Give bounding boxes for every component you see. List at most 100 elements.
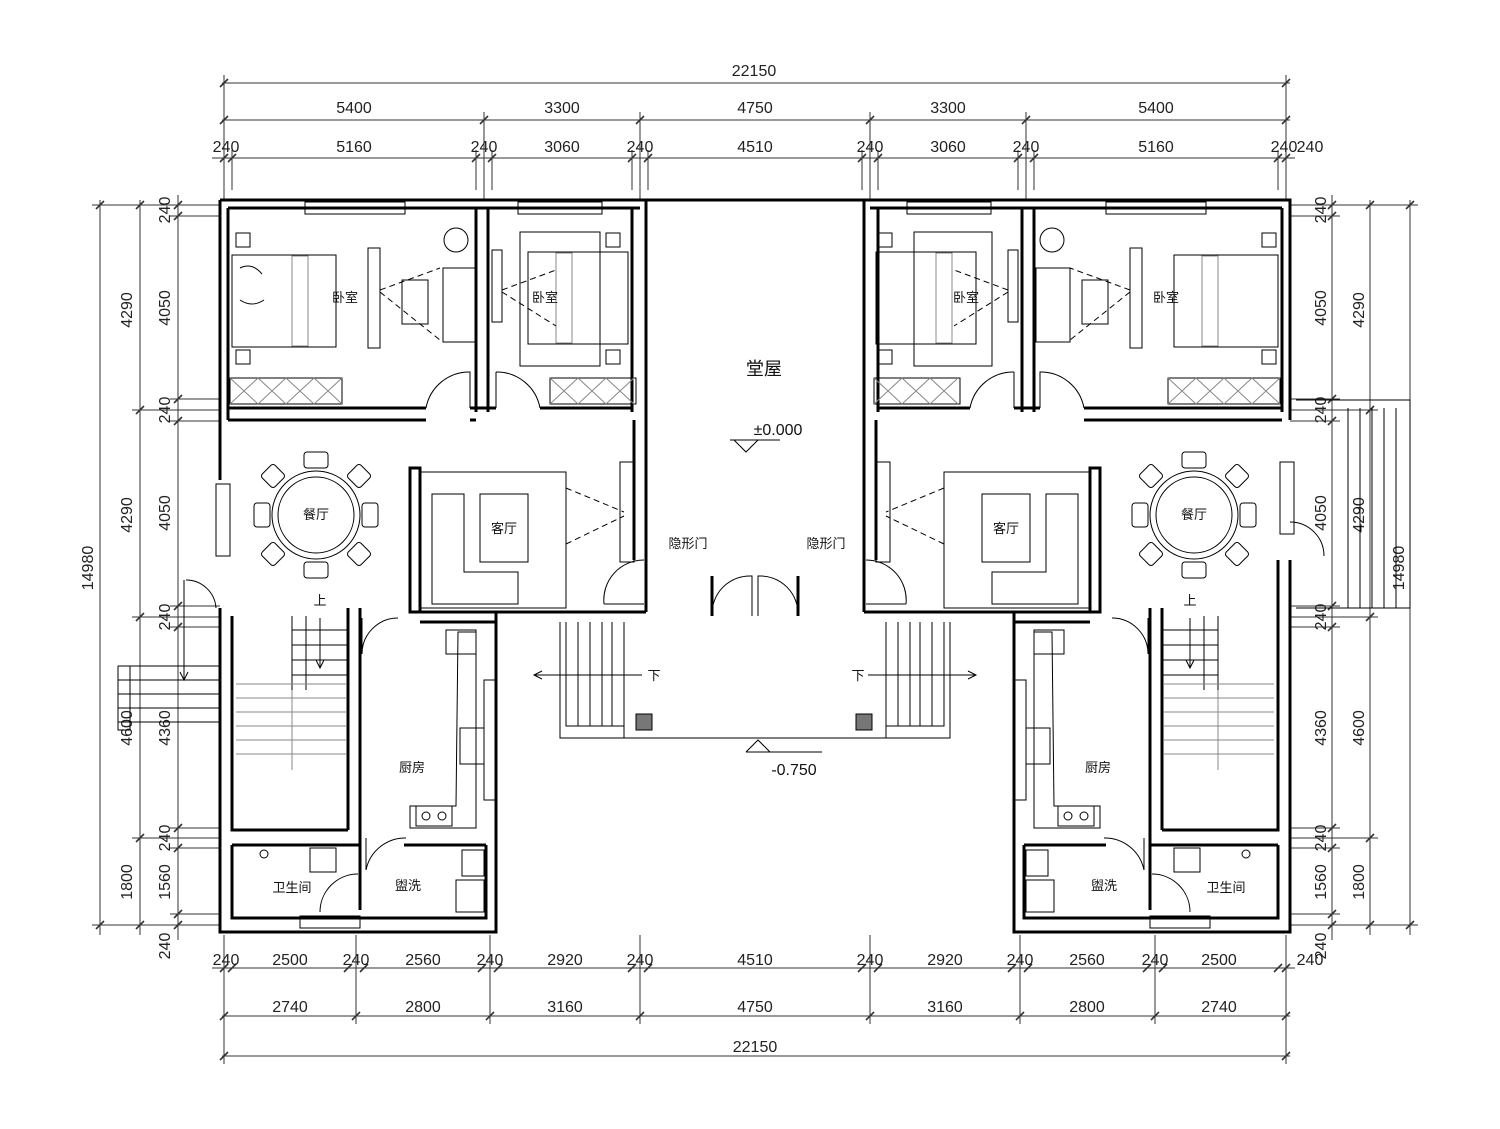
window-toilet-left — [299, 915, 361, 929]
washer-icon — [455, 879, 485, 913]
top-dim-2-4: 3300 — [930, 100, 966, 117]
left-inner-dim-2: 4050 — [157, 290, 174, 326]
bottom-dim-1-8: 4510 — [737, 952, 773, 969]
armchair-icon — [442, 267, 478, 343]
plant-icon — [1039, 227, 1065, 253]
label-wash-left: 盥洗 — [395, 879, 421, 894]
left-mid-dim-2: 4290 — [119, 497, 136, 533]
right-inner-dim-4: 4050 — [1313, 495, 1330, 531]
kitchen-left — [409, 629, 485, 829]
label-hidden-door-right: 隐形门 — [806, 537, 845, 552]
top-overall-dim: 22150 — [732, 63, 777, 80]
washbasin-icon — [1025, 849, 1049, 877]
label-bedroom-4: 卧室 — [1153, 290, 1179, 306]
right-inner-dim-2: 4050 — [1313, 290, 1330, 326]
level-markers — [730, 439, 822, 753]
right-mid-dim-1: 4290 — [1351, 292, 1368, 328]
top-dim-3-5: 240 — [627, 139, 654, 156]
right-inner-dim-1: 240 — [1313, 197, 1330, 224]
bed-icon — [527, 251, 629, 345]
bottom-dim-1-11: 240 — [1007, 952, 1034, 969]
column-left — [635, 713, 653, 731]
top-dim-3-3: 240 — [471, 139, 498, 156]
bottom-dim-1-13: 240 — [1142, 952, 1169, 969]
door-side-right — [1289, 521, 1325, 557]
sink-icon — [459, 727, 485, 765]
label-kitchen-right: 厨房 — [1085, 760, 1111, 776]
window-dining-right — [1279, 461, 1295, 535]
left-mid-dim-1: 4290 — [119, 292, 136, 328]
top-dim-2-3: 4750 — [737, 100, 773, 117]
window-bedroom-2 — [517, 201, 603, 215]
armchair-icon — [1035, 267, 1071, 343]
top-dimensions: 22150 5400 3300 4750 3300 5400 240 5160 … — [212, 63, 1323, 200]
washer-icon — [1025, 879, 1055, 913]
bottom-dim-1-6: 2920 — [547, 952, 583, 969]
squat-toilet-icon — [1173, 847, 1201, 873]
door-bedroom-1 — [425, 371, 471, 409]
tv-cabinet-icon — [367, 247, 381, 349]
bottom-dim-1-12: 2560 — [1069, 952, 1105, 969]
window-toilet-right — [1149, 915, 1211, 929]
door-bedroom-2 — [495, 371, 541, 409]
bottom-dim-1-5: 240 — [477, 952, 504, 969]
door-wash-left — [365, 837, 407, 871]
bottom-dimensions: 240 2500 240 2560 240 2920 240 4510 240 … — [212, 935, 1323, 1064]
label-bedroom-2: 卧室 — [532, 290, 558, 306]
living-room-left — [419, 461, 635, 609]
wardrobe-icon — [229, 377, 343, 405]
label-bedroom-3: 卧室 — [953, 290, 979, 306]
bedroom-2-furniture — [491, 231, 637, 405]
top-dim-2-5: 5400 — [1138, 100, 1174, 117]
right-inner-dim-3: 240 — [1313, 397, 1330, 424]
door-wash-right — [1103, 837, 1145, 871]
top-dim-3-9: 240 — [1013, 139, 1040, 156]
side-steps-left — [117, 580, 220, 731]
right-mid-dim-4: 1800 — [1351, 864, 1368, 900]
top-dim-3-12: 240 — [1297, 139, 1324, 156]
wardrobe-icon — [873, 377, 961, 405]
walls — [218, 198, 1292, 934]
door-bedroom-3 — [969, 371, 1015, 409]
living-room-right — [875, 461, 1091, 609]
left-inner-dim-4: 4050 — [157, 495, 174, 531]
top-dim-3-10: 5160 — [1138, 139, 1174, 156]
left-inner-dim-9: 240 — [157, 933, 174, 960]
wardrobe-icon — [1167, 377, 1281, 405]
bottom-dim-2-3: 3160 — [547, 999, 583, 1016]
left-inner-dim-6: 4360 — [157, 710, 174, 746]
stove-icon — [1057, 805, 1095, 827]
bottom-dim-1-14: 2500 — [1201, 952, 1237, 969]
bed-icon — [231, 254, 337, 348]
windows — [215, 201, 1295, 929]
squat-toilet-icon — [309, 847, 337, 873]
label-down-left: 下 — [647, 669, 660, 684]
bedroom-4-furniture — [1035, 227, 1281, 405]
dining-table-left — [253, 451, 379, 579]
door-bedroom-4 — [1039, 371, 1085, 409]
label-toilet-left: 卫生间 — [272, 881, 311, 896]
kitchen-right — [1025, 629, 1101, 829]
door-toilet-right — [1151, 873, 1191, 913]
wardrobe-icon — [549, 377, 637, 405]
bottom-dim-1-10: 2920 — [927, 952, 963, 969]
stairs-right — [1162, 616, 1274, 770]
right-overall-dim: 14980 — [1391, 546, 1408, 591]
left-inner-dim-1: 240 — [157, 197, 174, 224]
tv-cabinet-icon — [1129, 247, 1143, 349]
bottom-dim-1-7: 240 — [627, 952, 654, 969]
bedroom-1-furniture — [229, 227, 478, 405]
entry-steps — [532, 622, 978, 739]
bottom-dim-2-7: 2740 — [1201, 999, 1237, 1016]
top-dim-3-1: 240 — [213, 139, 240, 156]
top-dim-3-11: 240 — [1271, 139, 1298, 156]
bottom-dim-1-2: 2500 — [272, 952, 308, 969]
label-wash-right: 盥洗 — [1091, 879, 1117, 894]
top-dim-3-4: 3060 — [544, 139, 580, 156]
label-up-left: 上 — [313, 594, 326, 609]
fridge-icon — [1033, 629, 1065, 655]
bottom-dim-1-1: 240 — [213, 952, 240, 969]
floor-drain-icon — [259, 849, 269, 859]
level-hall: ±0.000 — [754, 422, 803, 439]
